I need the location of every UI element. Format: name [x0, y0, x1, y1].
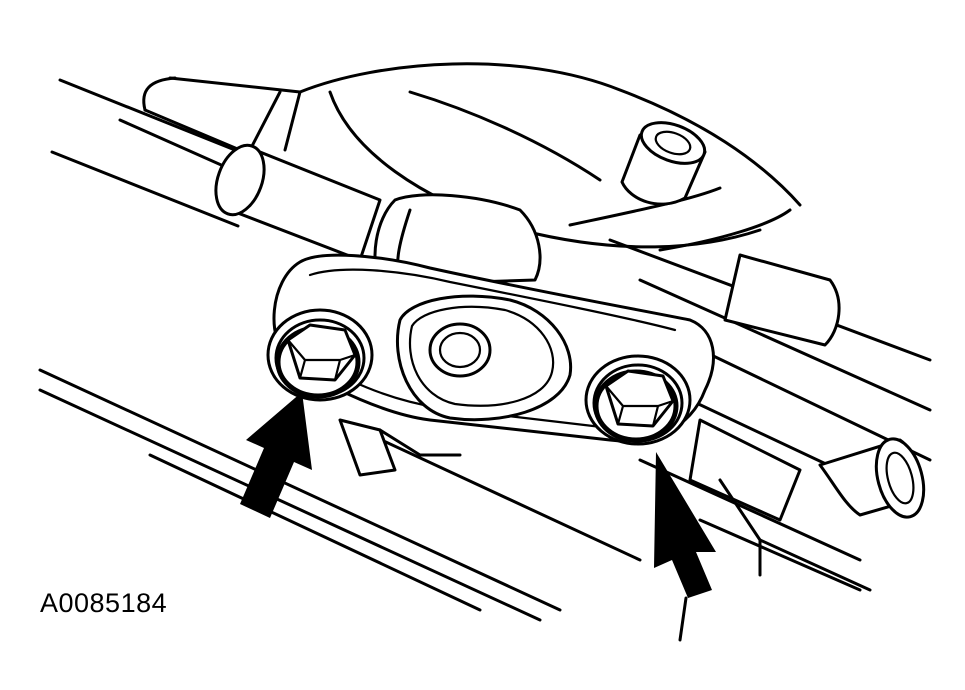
right-bolt: [584, 354, 692, 446]
arrow-icon: [654, 452, 716, 642]
right-cylinder: [688, 253, 926, 592]
left-cylinder: [214, 143, 382, 262]
left-bolt: [266, 308, 374, 402]
tube-fitting: [620, 121, 707, 206]
lower-rail-lines: [38, 368, 642, 622]
arrow-icon: [240, 392, 312, 518]
housing-neck: [373, 193, 542, 287]
figure-id-label: A0085184: [40, 588, 168, 618]
